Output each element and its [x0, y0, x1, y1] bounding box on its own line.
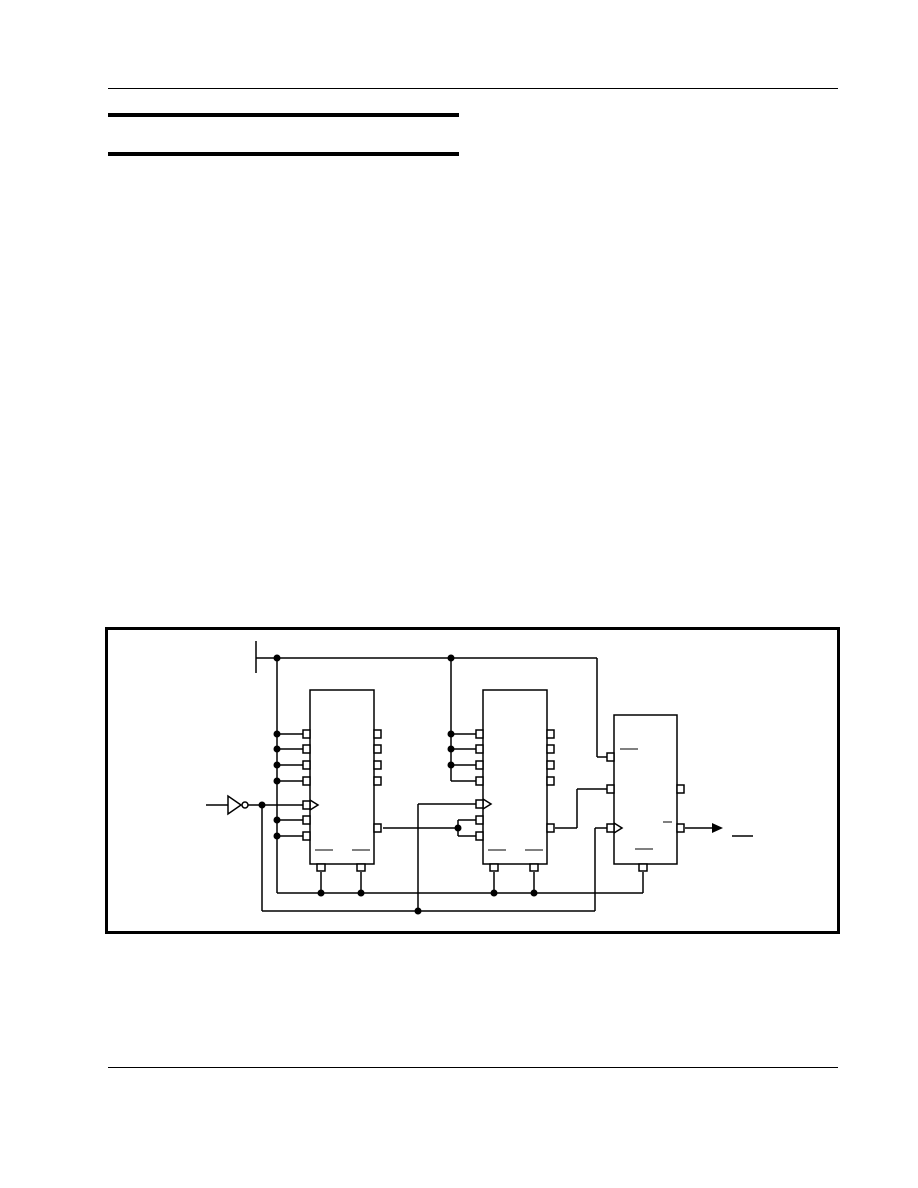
c2-pin-left-2 — [475, 744, 484, 754]
ff-pin-bottom-clear — [638, 863, 648, 872]
c1-pin-left-3 — [302, 760, 311, 770]
c1-pin-left-4 — [302, 776, 311, 786]
junction-dot — [530, 889, 538, 897]
junction-dot — [317, 889, 325, 897]
junction-dot — [273, 745, 281, 753]
c1-pin-bottom-a — [316, 863, 326, 872]
c2-pin-left-6 — [475, 815, 484, 825]
c1-pin-left-6 — [302, 815, 311, 825]
ff-pin-right-q — [676, 784, 685, 794]
junction-dot — [273, 816, 281, 824]
junction-dot — [447, 654, 455, 662]
ff-pin-right-qbar — [676, 823, 685, 833]
ff-pin-left-preset — [606, 752, 615, 762]
c2-pin-right-3 — [546, 760, 555, 770]
c2-pin-left-3 — [475, 760, 484, 770]
output-arrow-icon — [712, 823, 723, 833]
counter-2-body — [482, 689, 548, 865]
input-inverter-gate — [227, 794, 249, 816]
inverter-bubble — [241, 801, 249, 809]
c2-pin-bottom-a — [489, 863, 499, 872]
c2-pin-left-7 — [475, 831, 484, 841]
flip-flop-chip — [606, 714, 685, 872]
inverter-triangle — [227, 794, 243, 816]
junction-dot — [447, 761, 455, 769]
junction-dot — [357, 889, 365, 897]
c1-clock-triangle — [309, 799, 320, 811]
circuit-schematic — [206, 641, 753, 915]
c1-pin-left-1 — [302, 729, 311, 739]
flip-flop-body — [613, 714, 678, 865]
c1-pin-bottom-b — [356, 863, 366, 872]
c2-pin-right-carry — [546, 823, 555, 833]
junction-dots — [258, 654, 538, 915]
c2-pin-right-1 — [546, 729, 555, 739]
wires — [206, 641, 753, 912]
junction-dot — [447, 745, 455, 753]
counter-1-chip — [302, 689, 382, 872]
junction-dot — [454, 824, 462, 832]
c2-pin-left-4 — [475, 776, 484, 786]
c1-pin-right-3 — [373, 760, 382, 770]
c1-pin-right-1 — [373, 729, 382, 739]
ff-clock-triangle — [613, 822, 624, 834]
junction-dot — [273, 777, 281, 785]
junction-dot — [258, 801, 266, 809]
header-rule — [108, 88, 838, 89]
section-bottom-rule — [108, 152, 459, 156]
circuit-diagram-figure — [105, 627, 840, 934]
c1-pin-left-7 — [302, 831, 311, 841]
section-top-rule — [108, 113, 459, 117]
ff-pin-left-data — [606, 784, 615, 794]
c1-pin-left-2 — [302, 744, 311, 754]
c1-pin-left-clock — [302, 800, 311, 810]
c1-pin-right-carry — [373, 823, 382, 833]
ff-pin-left-clock — [606, 823, 615, 833]
c2-pin-right-4 — [546, 776, 555, 786]
junction-dot — [273, 832, 281, 840]
c2-pin-bottom-b — [529, 863, 539, 872]
junction-dot — [490, 889, 498, 897]
c2-clock-triangle — [482, 798, 493, 810]
footer-rule — [108, 1067, 838, 1068]
junction-dot — [447, 730, 455, 738]
c2-pin-left-clock — [475, 799, 484, 809]
c2-pin-right-2 — [546, 744, 555, 754]
c1-pin-right-4 — [373, 776, 382, 786]
c1-pin-right-2 — [373, 744, 382, 754]
junction-dot — [273, 654, 281, 662]
junction-dot — [273, 730, 281, 738]
counter-1-body — [309, 689, 375, 865]
junction-dot — [414, 907, 422, 915]
counter-2-chip — [475, 689, 555, 872]
c2-pin-left-1 — [475, 729, 484, 739]
junction-dot — [273, 761, 281, 769]
